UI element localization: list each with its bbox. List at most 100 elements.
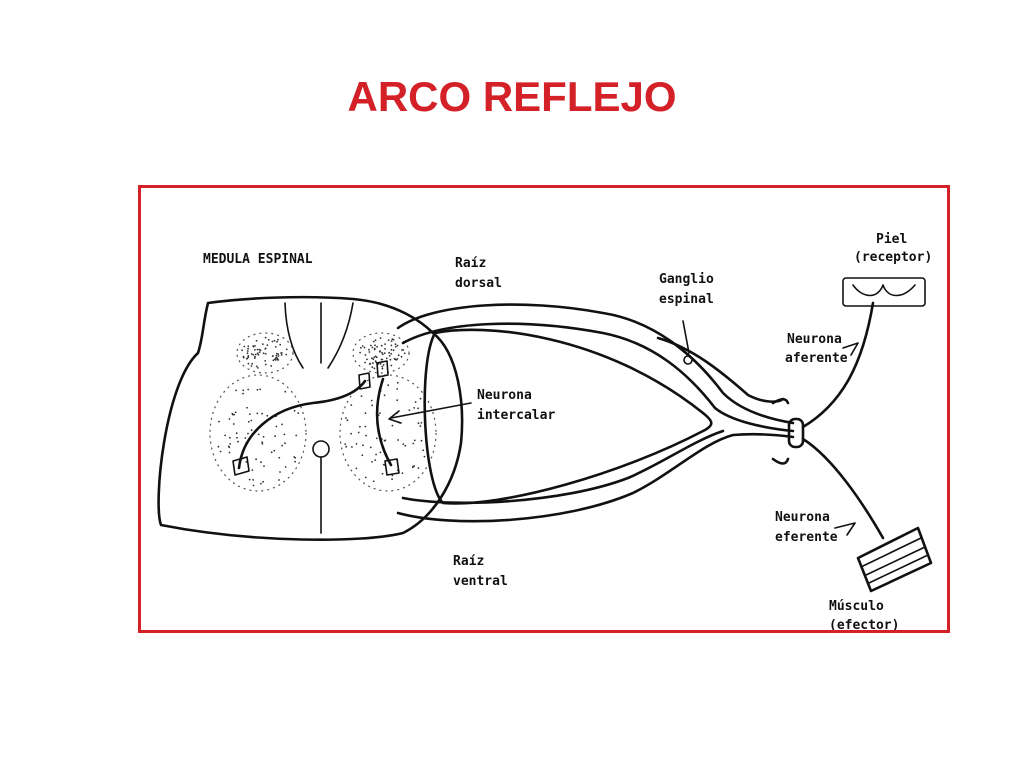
stipple-dot [294, 457, 297, 459]
stipple-dot [257, 353, 260, 356]
stipple-dot [254, 353, 257, 356]
stipple-dot [351, 446, 353, 448]
label-medula: MEDULA ESPINAL [203, 252, 313, 267]
stipple-dot [241, 349, 244, 352]
efferent-arrow [834, 522, 856, 536]
stipple-dot [264, 352, 267, 355]
stipple-dot [408, 409, 411, 411]
stipple-dot [384, 343, 386, 345]
stipple-dot [371, 366, 374, 369]
stipple-dot [236, 436, 238, 439]
stipple-dot [281, 444, 283, 447]
stipple-dot [264, 336, 267, 339]
stipple-dot [247, 355, 250, 357]
stipple-dot [381, 365, 384, 368]
diagram-frame: MEDULA ESPINAL Raíz dorsal Ganglio espin… [138, 185, 950, 633]
stipple-dot [345, 417, 347, 419]
label-raiz-ventral-1: Raíz [453, 554, 484, 569]
stipple-dot [364, 476, 367, 479]
stipple-dot [247, 432, 249, 435]
label-musculo-2: (efector) [829, 618, 899, 630]
stipple-dot [402, 349, 405, 351]
stipple-dot [251, 362, 254, 365]
stipple-dot [400, 355, 403, 358]
stipple-dot [275, 425, 278, 428]
stipple-dot [384, 348, 386, 350]
stipple-dot [381, 351, 383, 354]
stipple-dot [262, 435, 265, 438]
stipple-dot [255, 339, 258, 342]
stipple-dot [350, 432, 352, 435]
stipple-dot [295, 434, 298, 437]
stipple-dot [371, 357, 373, 360]
stipple-dot [266, 344, 269, 346]
stipple-dot [412, 465, 414, 468]
stipple-dot [370, 399, 373, 402]
label-neurona-intercalar-2: intercalar [477, 408, 555, 423]
stipple-dot [345, 445, 348, 448]
stipple-dot [412, 442, 415, 445]
stipple-dot [260, 482, 262, 485]
stipple-dot [229, 443, 232, 445]
stipple-dot [414, 401, 417, 403]
stipple-dot [246, 357, 248, 360]
stipple-dot [375, 453, 377, 456]
stipple-dot [259, 349, 262, 352]
stipple-dot [263, 465, 265, 467]
stipple-dot [272, 355, 274, 357]
label-neurona-eferente-2: eferente [775, 530, 838, 545]
stipple-dot [218, 420, 220, 423]
stipple-dot [368, 351, 371, 353]
stipple-dot [256, 388, 259, 391]
stipple-dot [271, 340, 274, 343]
stipple-dot [252, 484, 255, 487]
gray-matter-right [339, 332, 437, 492]
stipple-dot [419, 425, 422, 427]
stipple-dot [417, 407, 419, 410]
stipple-dot [374, 360, 377, 363]
stipple-dot [388, 351, 390, 354]
stipple-dot [250, 365, 253, 367]
stipple-dot [261, 412, 263, 415]
label-ganglio-2: espinal [659, 292, 714, 307]
stipple-dot [277, 353, 280, 355]
stipple-dot [235, 389, 238, 392]
stipple-dot [284, 442, 286, 445]
stipple-dot [234, 411, 237, 414]
stipple-dot [267, 339, 270, 341]
stipple-dot [346, 419, 349, 422]
intercalar-pointer [390, 402, 472, 419]
stipple-dot [391, 478, 393, 481]
ganglion-cell [683, 355, 693, 365]
stipple-dot [390, 364, 393, 367]
stipple-dot [364, 425, 367, 428]
stipple-dot [366, 358, 368, 361]
stipple-dot [285, 348, 288, 351]
stipple-dot [242, 355, 245, 358]
stipple-dot [344, 443, 347, 445]
spinal-nerve [771, 397, 805, 465]
stipple-dot [252, 345, 255, 347]
stipple-dot [266, 414, 269, 417]
stipple-dot [274, 346, 277, 348]
nerve-loop [423, 328, 713, 505]
label-ganglio-1: Ganglio [659, 272, 714, 287]
stipple-dot [278, 456, 281, 459]
stipple-dot [264, 360, 267, 362]
stipple-dot [359, 351, 361, 354]
stipple-dot [273, 449, 276, 452]
stipple-dot [294, 460, 296, 463]
reflex-arc-diagram: MEDULA ESPINAL Raíz dorsal Ganglio espin… [157, 232, 933, 630]
stipple-dot [397, 439, 399, 441]
stipple-dot [385, 357, 388, 360]
stipple-dot [262, 352, 265, 355]
stipple-dot [231, 412, 234, 415]
stipple-dot [235, 432, 238, 435]
intercalar-arrowhead [388, 410, 402, 424]
stipple-dot [364, 354, 367, 356]
stipple-dot [264, 363, 267, 366]
stipple-dot [376, 345, 378, 348]
stipple-dot [396, 388, 399, 390]
gray-matter-left [209, 332, 307, 492]
stipple-dot [270, 365, 273, 367]
